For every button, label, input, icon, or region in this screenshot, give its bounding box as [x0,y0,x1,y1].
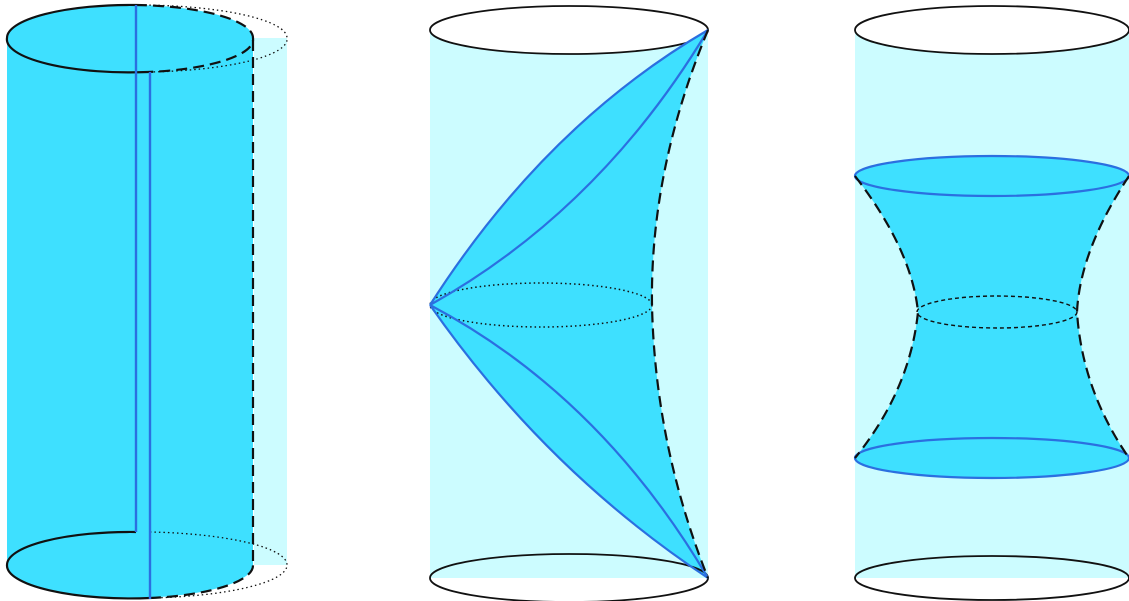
upper-inner-curve [429,29,709,306]
bottom-ellipse-solid [5,530,151,600]
lower-outer-curve [429,304,709,579]
panel-light-cone-wedge [429,5,710,601]
bottom-ellipse-dashed [149,564,255,600]
top-ellipse-dashed [135,3,255,74]
bottom-outer-dotted [149,531,288,599]
left-dashed-side [854,175,920,459]
back-light-region [254,38,287,565]
top-ellipse [429,5,709,55]
top-ellipse [854,5,1129,55]
back-dashed-boundary [650,29,710,579]
upper-cap-ellipse [853,154,1129,198]
wedge-region [430,30,708,578]
waist-dashed-ellipse [916,295,1078,329]
right-dashed-side [1075,175,1129,459]
hourglass-region [855,156,1129,478]
panel-hourglass-region [853,5,1129,601]
lower-cap-ellipse [853,436,1129,480]
lower-inner-curve [429,304,709,579]
main-filled-body [7,5,253,598]
bottom-ellipse [854,555,1129,601]
top-ellipse-solid [5,3,149,74]
panel-cylinder-strip [5,3,288,600]
upper-outer-curve [429,29,709,306]
